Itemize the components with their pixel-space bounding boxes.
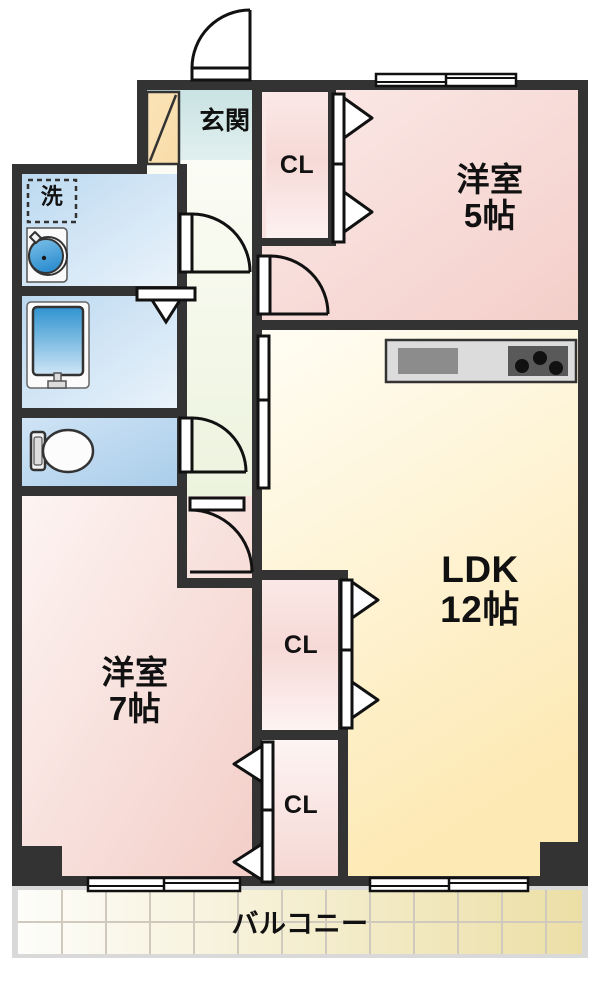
balcony-tile-grid (18, 890, 582, 954)
closet-cl-mid-doors[interactable] (339, 578, 380, 730)
shoe-cabinet-icon (145, 90, 181, 166)
balcony (12, 886, 588, 958)
gas-stove-icon (508, 346, 568, 376)
closet-cl-top-doors[interactable] (331, 92, 374, 244)
closet-cl-top (266, 92, 328, 242)
kitchen-sink-icon (398, 348, 458, 374)
yoshitsu7-door[interactable] (188, 496, 254, 574)
room-yoshitsu-7 (22, 496, 258, 884)
toilet-door[interactable] (178, 416, 248, 474)
closet-cl-mid (262, 578, 340, 730)
fixtures (26, 90, 578, 474)
wash-basin-icon (26, 227, 68, 283)
kitchen-counter (384, 338, 578, 384)
ldk-sliding-door[interactable] (256, 334, 271, 490)
toilet-icon (29, 428, 95, 474)
sliding-glass-door-ldk[interactable] (368, 876, 530, 893)
entrance-door[interactable] (190, 8, 252, 82)
closet-cl-bottom (262, 740, 340, 884)
bath-folding-door[interactable] (135, 286, 197, 325)
bathtub-icon (26, 301, 90, 389)
window-yoshitsu5 (374, 72, 518, 88)
doors-and-windows (86, 8, 530, 893)
powder-room-door[interactable] (178, 212, 252, 274)
closet-cl-bottom-doors[interactable] (232, 740, 275, 884)
sliding-glass-door-yoshitsu7[interactable] (86, 876, 242, 893)
yoshitsu5-door[interactable] (256, 254, 330, 316)
